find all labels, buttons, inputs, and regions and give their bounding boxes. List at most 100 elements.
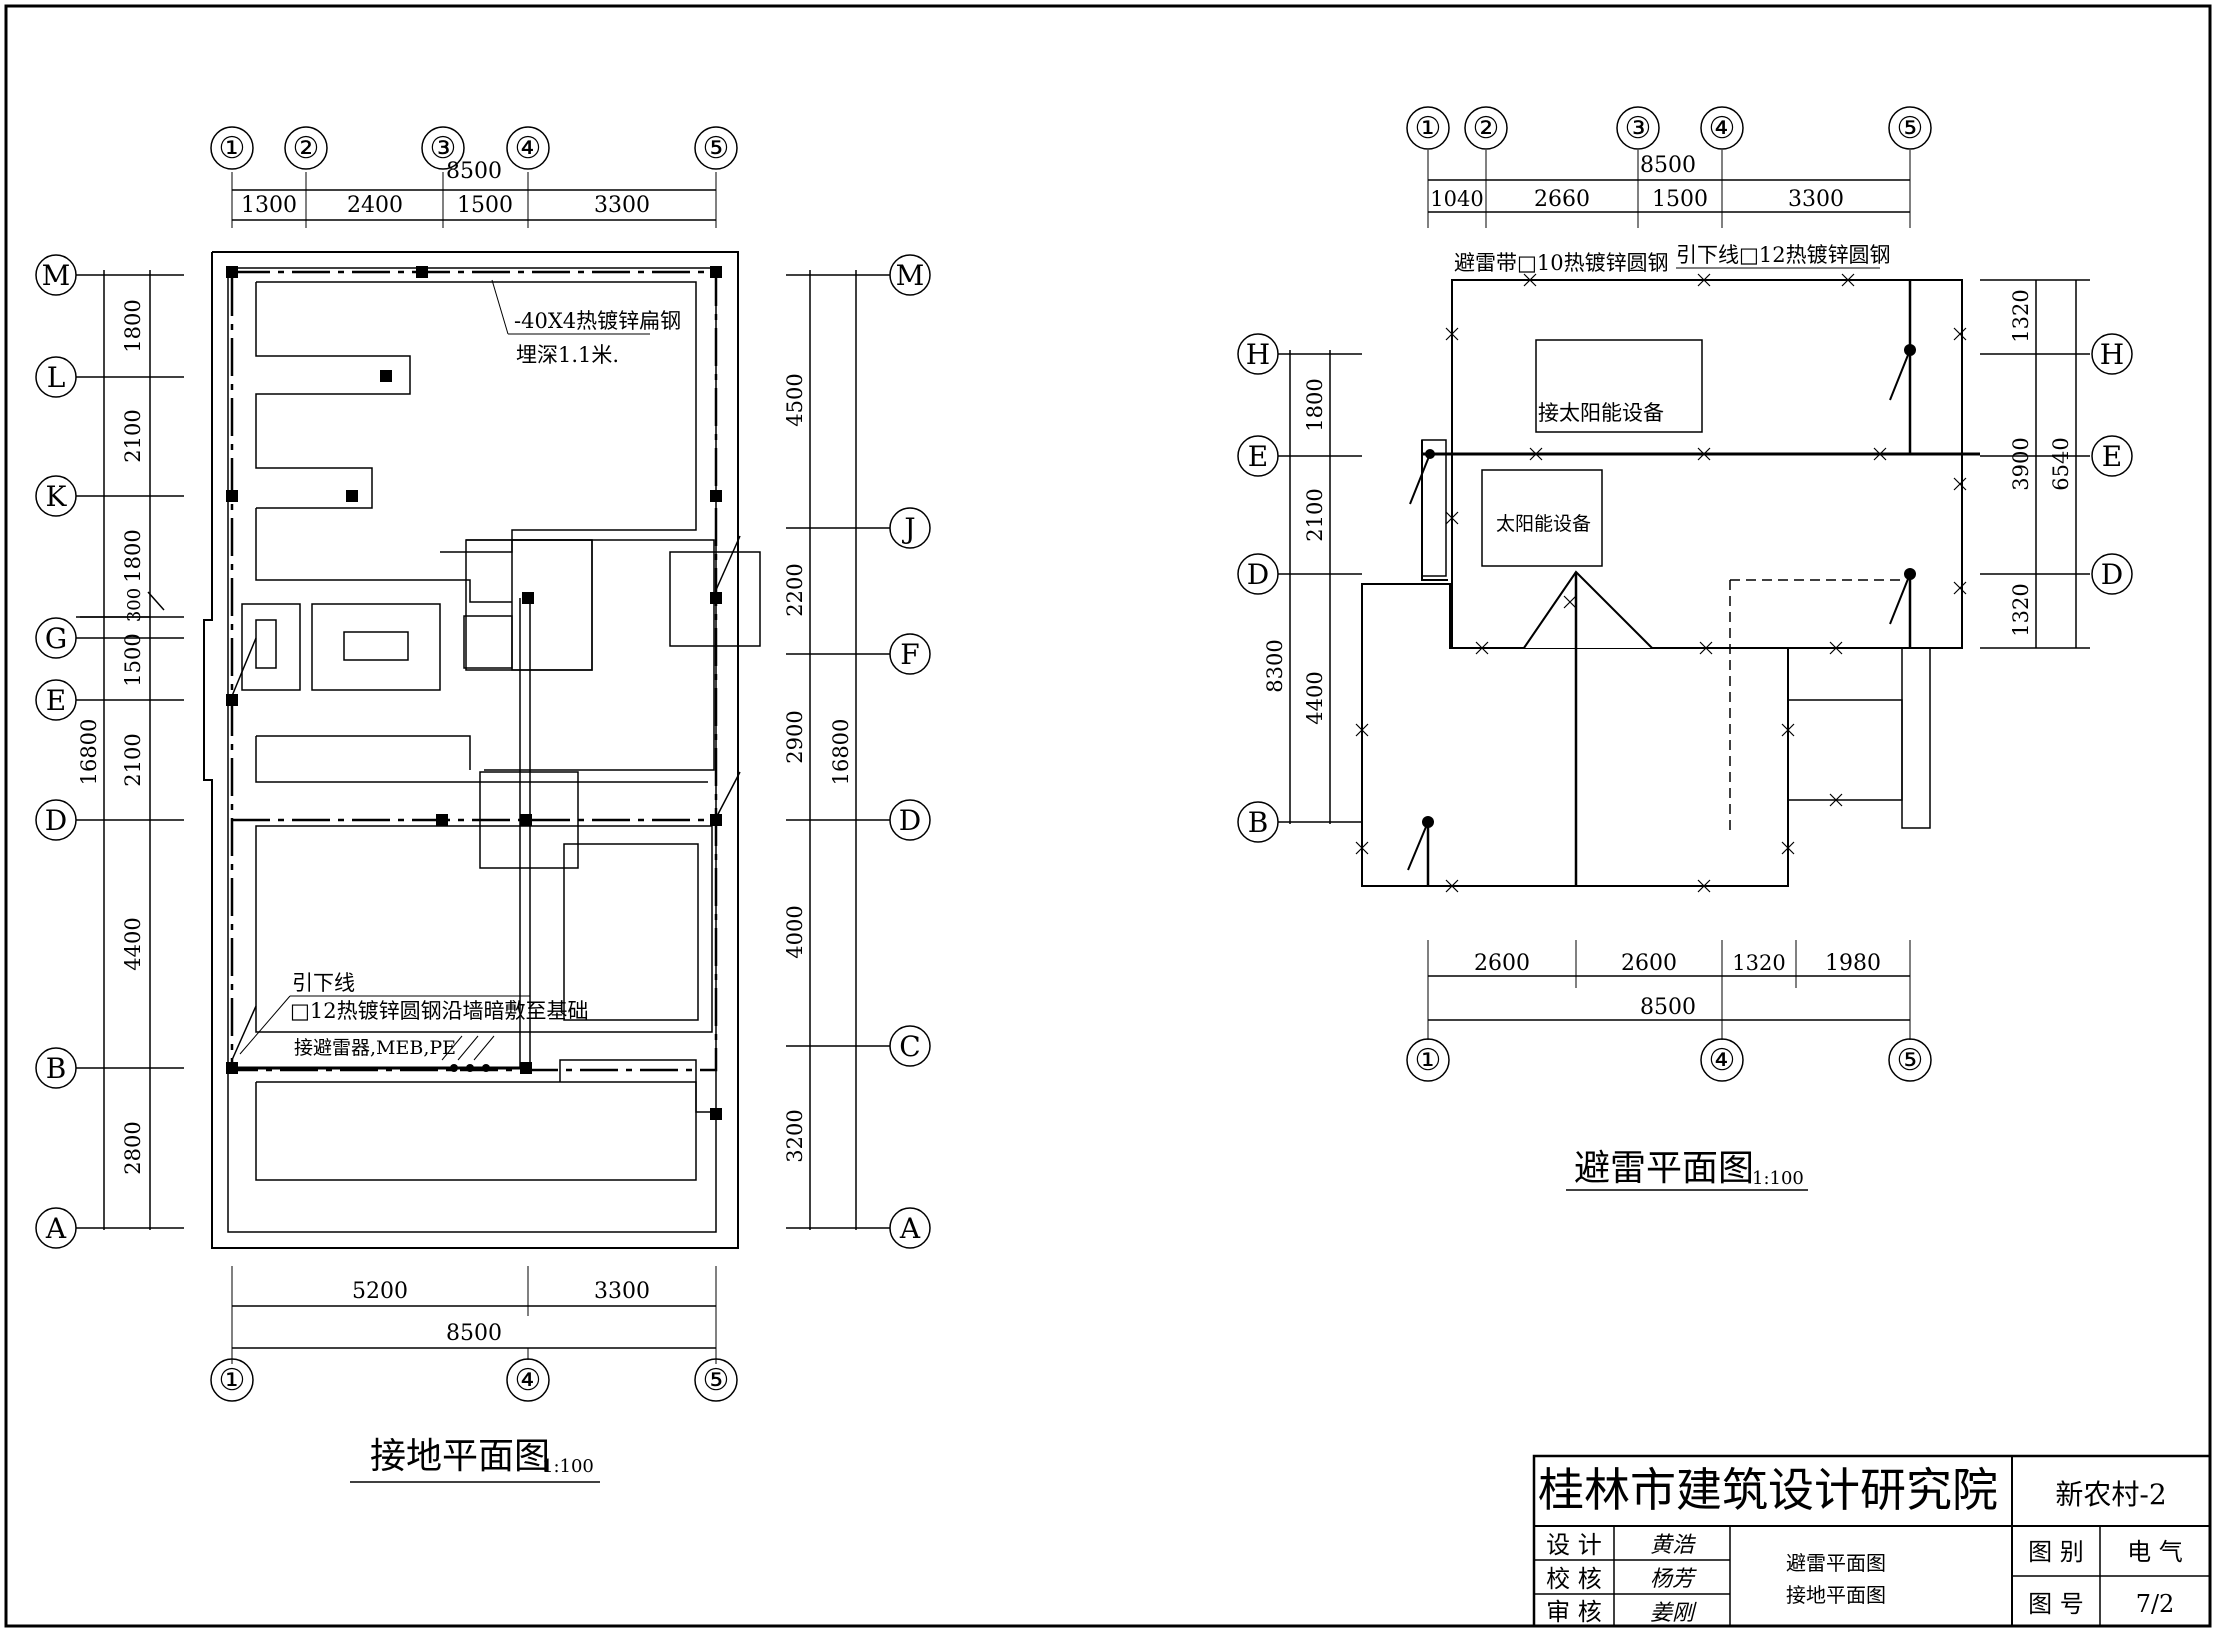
- lightning-rrow-H: H: [2100, 338, 2124, 371]
- lightning-axis-5: ⑤: [1897, 111, 1924, 146]
- lightning-rrow-D: D: [2101, 558, 2123, 591]
- institute-name: 桂林市建筑设计研究院: [1538, 1463, 1998, 1517]
- lightning-top-dim-2: 2660: [1534, 187, 1590, 212]
- lightning-plan: 8500 1040 2660 1500 3300 ① ② ③ ④ ⑤: [1237, 106, 2133, 1191]
- ground-left-dim-4: 300: [124, 588, 145, 622]
- ground-left-dim-6: 2100: [121, 733, 145, 786]
- lightning-baxis-4: ④: [1709, 1043, 1736, 1078]
- ground-right-dim-2: 2200: [783, 563, 807, 616]
- checker-label: 校 核: [1546, 1565, 1602, 1593]
- ground-baxis-4: ④: [515, 1363, 542, 1398]
- ground-top-total: 8500: [446, 159, 502, 184]
- ground-note-depth: 埋深1.1米.: [516, 343, 619, 367]
- lightning-top-total: 8500: [1640, 153, 1696, 178]
- ground-row-B: B: [46, 1052, 67, 1085]
- ground-right-dim-1: 4500: [783, 373, 807, 426]
- category-value: 电 气: [2127, 1538, 2183, 1566]
- ground-note-arrester: 接避雷器,MEB,PE: [294, 1037, 456, 1059]
- lightning-row-E: E: [1248, 440, 1268, 473]
- lightning-bottom-dim-2: 2600: [1621, 951, 1677, 976]
- lightning-note-solar-conn: 接太阳能设备: [1538, 401, 1664, 425]
- lightning-bottom-dim-3: 1320: [1732, 951, 1785, 975]
- title-block: 桂林市建筑设计研究院 新农村-2 设 计 校 核 审 核 黄浩 杨芳 姜刚 避雷…: [1532, 1454, 2212, 1628]
- checker-signature: 杨芳: [1650, 1567, 1697, 1592]
- lightning-right-dim-3: 1320: [2009, 583, 2033, 636]
- lightning-bottom-dims: 2600 2600 1320 1980 8500 ① ④ ⑤: [1406, 940, 1932, 1082]
- reviewer-signature: 姜刚: [1650, 1601, 1697, 1626]
- ground-left-dim-7: 4400: [121, 917, 145, 970]
- lightning-top-dim-1: 1040: [1430, 187, 1483, 211]
- ground-row-A: A: [45, 1212, 67, 1245]
- ground-row-E: E: [46, 684, 66, 717]
- lightning-left-dim-1: 1800: [1303, 378, 1327, 431]
- lightning-notes: 避雷带□10热镀锌圆钢 引下线□12热镀锌圆钢 接太阳能设备 太阳能设备: [1454, 243, 1891, 535]
- ground-bottom-dims: 5200 3300 8500 ① ④ ⑤: [210, 1266, 738, 1402]
- number-label: 图 号: [2028, 1590, 2084, 1618]
- lightning-left-axes: H E D B 1800 2100 4400 8300: [1237, 333, 1362, 843]
- ground-scale: 1:100: [542, 1456, 594, 1477]
- lightning-right-axes: H E D 1320 3900 1320 6540: [1980, 279, 2133, 649]
- sheet-border: [4, 4, 2212, 1628]
- number-value: 7/2: [2136, 1590, 2175, 1618]
- lightning-right-dim-2: 3900: [2009, 437, 2033, 490]
- ground-baxis-5: ⑤: [703, 1363, 730, 1398]
- ground-row-D: D: [45, 804, 67, 837]
- lightning-left-dim-2: 2100: [1303, 488, 1327, 541]
- ground-left-total: 16800: [77, 719, 101, 786]
- ground-note-steel: -40X4热镀锌扁钢: [514, 309, 681, 333]
- lightning-right-dim-1: 1320: [2009, 289, 2033, 342]
- designer-signature: 黄浩: [1650, 1533, 1697, 1558]
- ground-rrow-A: A: [899, 1212, 921, 1245]
- lightning-row-D: D: [1247, 558, 1269, 591]
- ground-axis-4: ④: [515, 131, 542, 166]
- ground-bottom-dim-2: 3300: [594, 1279, 650, 1304]
- drawing-name-2: 接地平面图: [1786, 1583, 1886, 1607]
- lightning-bottom-dim-1: 2600: [1474, 951, 1530, 976]
- grounding-plan: 8500 1300 2400 1500 3300 ① ② ③ ④ ⑤: [35, 126, 931, 1483]
- ground-rrow-J: J: [901, 512, 915, 545]
- lightning-right-total: 6540: [2049, 437, 2073, 490]
- lightning-top-dim-3: 1500: [1652, 187, 1708, 212]
- ground-rrow-M: M: [896, 259, 925, 292]
- ground-left-dim-1: 1800: [121, 299, 145, 352]
- lightning-note-belt: 避雷带□10热镀锌圆钢: [1454, 251, 1669, 275]
- designer-label: 设 计: [1546, 1531, 1602, 1559]
- ground-right-total: 16800: [829, 719, 853, 786]
- ground-right-axes: M J F D C A 4500 2200 2900 4000 3200 168…: [783, 254, 931, 1249]
- lightning-note-down: 引下线□12热镀锌圆钢: [1676, 243, 1891, 267]
- lightning-scale: 1:100: [1752, 1168, 1804, 1189]
- ground-notes: -40X4热镀锌扁钢 埋深1.1米. 引下线 □12热镀锌圆钢沿墙暗敷至基础 接…: [239, 279, 681, 1059]
- drawing-name-1: 避雷平面图: [1786, 1551, 1886, 1575]
- ground-note-down2: □12热镀锌圆钢沿墙暗敷至基础: [290, 999, 589, 1023]
- ground-title: 接地平面图: [370, 1436, 550, 1477]
- ground-connection-points: [226, 266, 722, 1120]
- lightning-note-solar: 太阳能设备: [1496, 513, 1591, 535]
- lightning-axis-2: ②: [1473, 111, 1500, 146]
- ground-right-dim-5: 3200: [783, 1109, 807, 1162]
- ground-bottom-total: 8500: [446, 1321, 502, 1346]
- lightning-top-dims: 8500 1040 2660 1500 3300: [1427, 150, 1911, 228]
- ground-row-K: K: [46, 480, 68, 513]
- ground-baxis-1: ①: [219, 1363, 246, 1398]
- ground-row-M: M: [42, 259, 71, 292]
- ground-top-dim-1: 1300: [241, 193, 297, 218]
- ground-axis-5: ⑤: [703, 131, 730, 166]
- lightning-baxis-1: ①: [1415, 1043, 1442, 1078]
- reviewer-label: 审 核: [1546, 1598, 1602, 1626]
- lightning-axis-4: ④: [1709, 111, 1736, 146]
- lightning-axis-3: ③: [1625, 111, 1652, 146]
- ground-top-axis-labels: ① ② ③ ④ ⑤: [210, 126, 738, 170]
- ground-down-conductor-marks: [231, 535, 741, 1061]
- lightning-bottom-total: 8500: [1640, 995, 1696, 1020]
- lightning-row-B: B: [1248, 806, 1269, 839]
- project-name: 新农村-2: [2055, 1478, 2166, 1511]
- ground-rrow-D: D: [899, 804, 921, 837]
- lightning-left-total: 8300: [1263, 639, 1287, 692]
- ground-conductor-ring: [230, 270, 718, 1072]
- ground-row-G: G: [45, 622, 67, 655]
- lightning-bottom-dim-4: 1980: [1825, 951, 1881, 976]
- ground-left-dim-5: 1500: [121, 633, 145, 686]
- ground-right-dim-4: 4000: [783, 905, 807, 958]
- lightning-left-dim-3: 4400: [1303, 671, 1327, 724]
